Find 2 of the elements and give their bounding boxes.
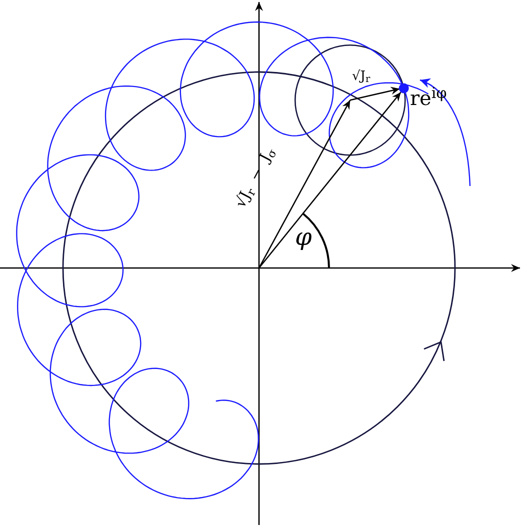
- math-label: φ: [295, 225, 312, 249]
- math-label: √J$_{r}$: [352, 70, 370, 83]
